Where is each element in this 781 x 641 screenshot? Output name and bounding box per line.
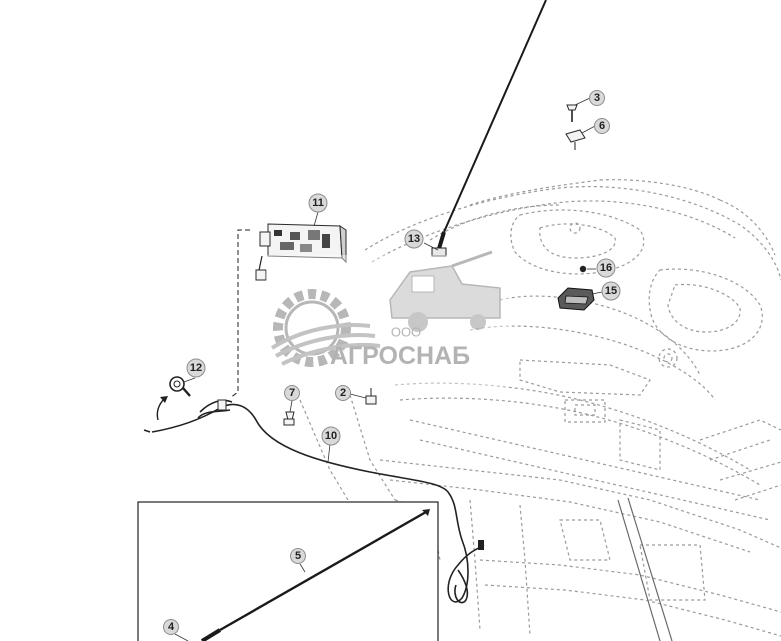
control-module	[255, 223, 347, 281]
callout-4: 4	[163, 619, 179, 635]
callout-label: 11	[312, 197, 324, 209]
callout-12: 12	[186, 358, 206, 378]
callout-13: 13	[404, 229, 424, 249]
watermark-brand-text: АГРОСНАБ	[330, 342, 470, 370]
leader-lines	[174, 97, 603, 641]
antenna-base-part	[557, 287, 595, 311]
callout-7: 7	[284, 385, 300, 401]
clip-part	[565, 129, 586, 150]
callout-label: 16	[600, 262, 612, 274]
gear-field-logo-icon	[270, 289, 381, 367]
frame-strut	[617, 497, 673, 641]
callout-2: 2	[335, 385, 351, 401]
antenna-mast	[431, 0, 547, 257]
nut-part	[365, 388, 377, 405]
watermark: ООО АГРОСНАБ	[266, 250, 510, 387]
fastener-part	[579, 265, 587, 273]
callout-label: 7	[289, 387, 295, 399]
callout-label: 6	[599, 120, 605, 132]
callout-11: 11	[308, 193, 328, 213]
callout-label: 15	[605, 285, 617, 297]
callout-label: 5	[295, 550, 301, 562]
callout-label: 4	[168, 621, 175, 633]
callout-5: 5	[290, 548, 306, 564]
callout-label: 2	[340, 387, 346, 399]
module-link-dashed	[229, 229, 250, 399]
ring-terminal-part	[169, 376, 191, 397]
combine-harvester-icon	[389, 250, 501, 332]
callout-label: 13	[408, 233, 420, 245]
bolt-part	[566, 104, 578, 122]
callout-6: 6	[594, 118, 610, 134]
inset-box	[137, 501, 439, 641]
callout-label: 3	[594, 92, 600, 104]
watermark-small-text: ООО	[391, 325, 421, 340]
callout-label: 12	[190, 362, 202, 374]
callout-16: 16	[596, 258, 616, 278]
callout-3: 3	[589, 90, 605, 106]
callout-label: 10	[325, 430, 337, 442]
curved-arrow-icon	[156, 396, 168, 421]
antenna-cable	[143, 399, 485, 604]
callout-10: 10	[321, 426, 341, 446]
callout-15: 15	[601, 281, 621, 301]
cable-clip-part	[283, 411, 295, 426]
